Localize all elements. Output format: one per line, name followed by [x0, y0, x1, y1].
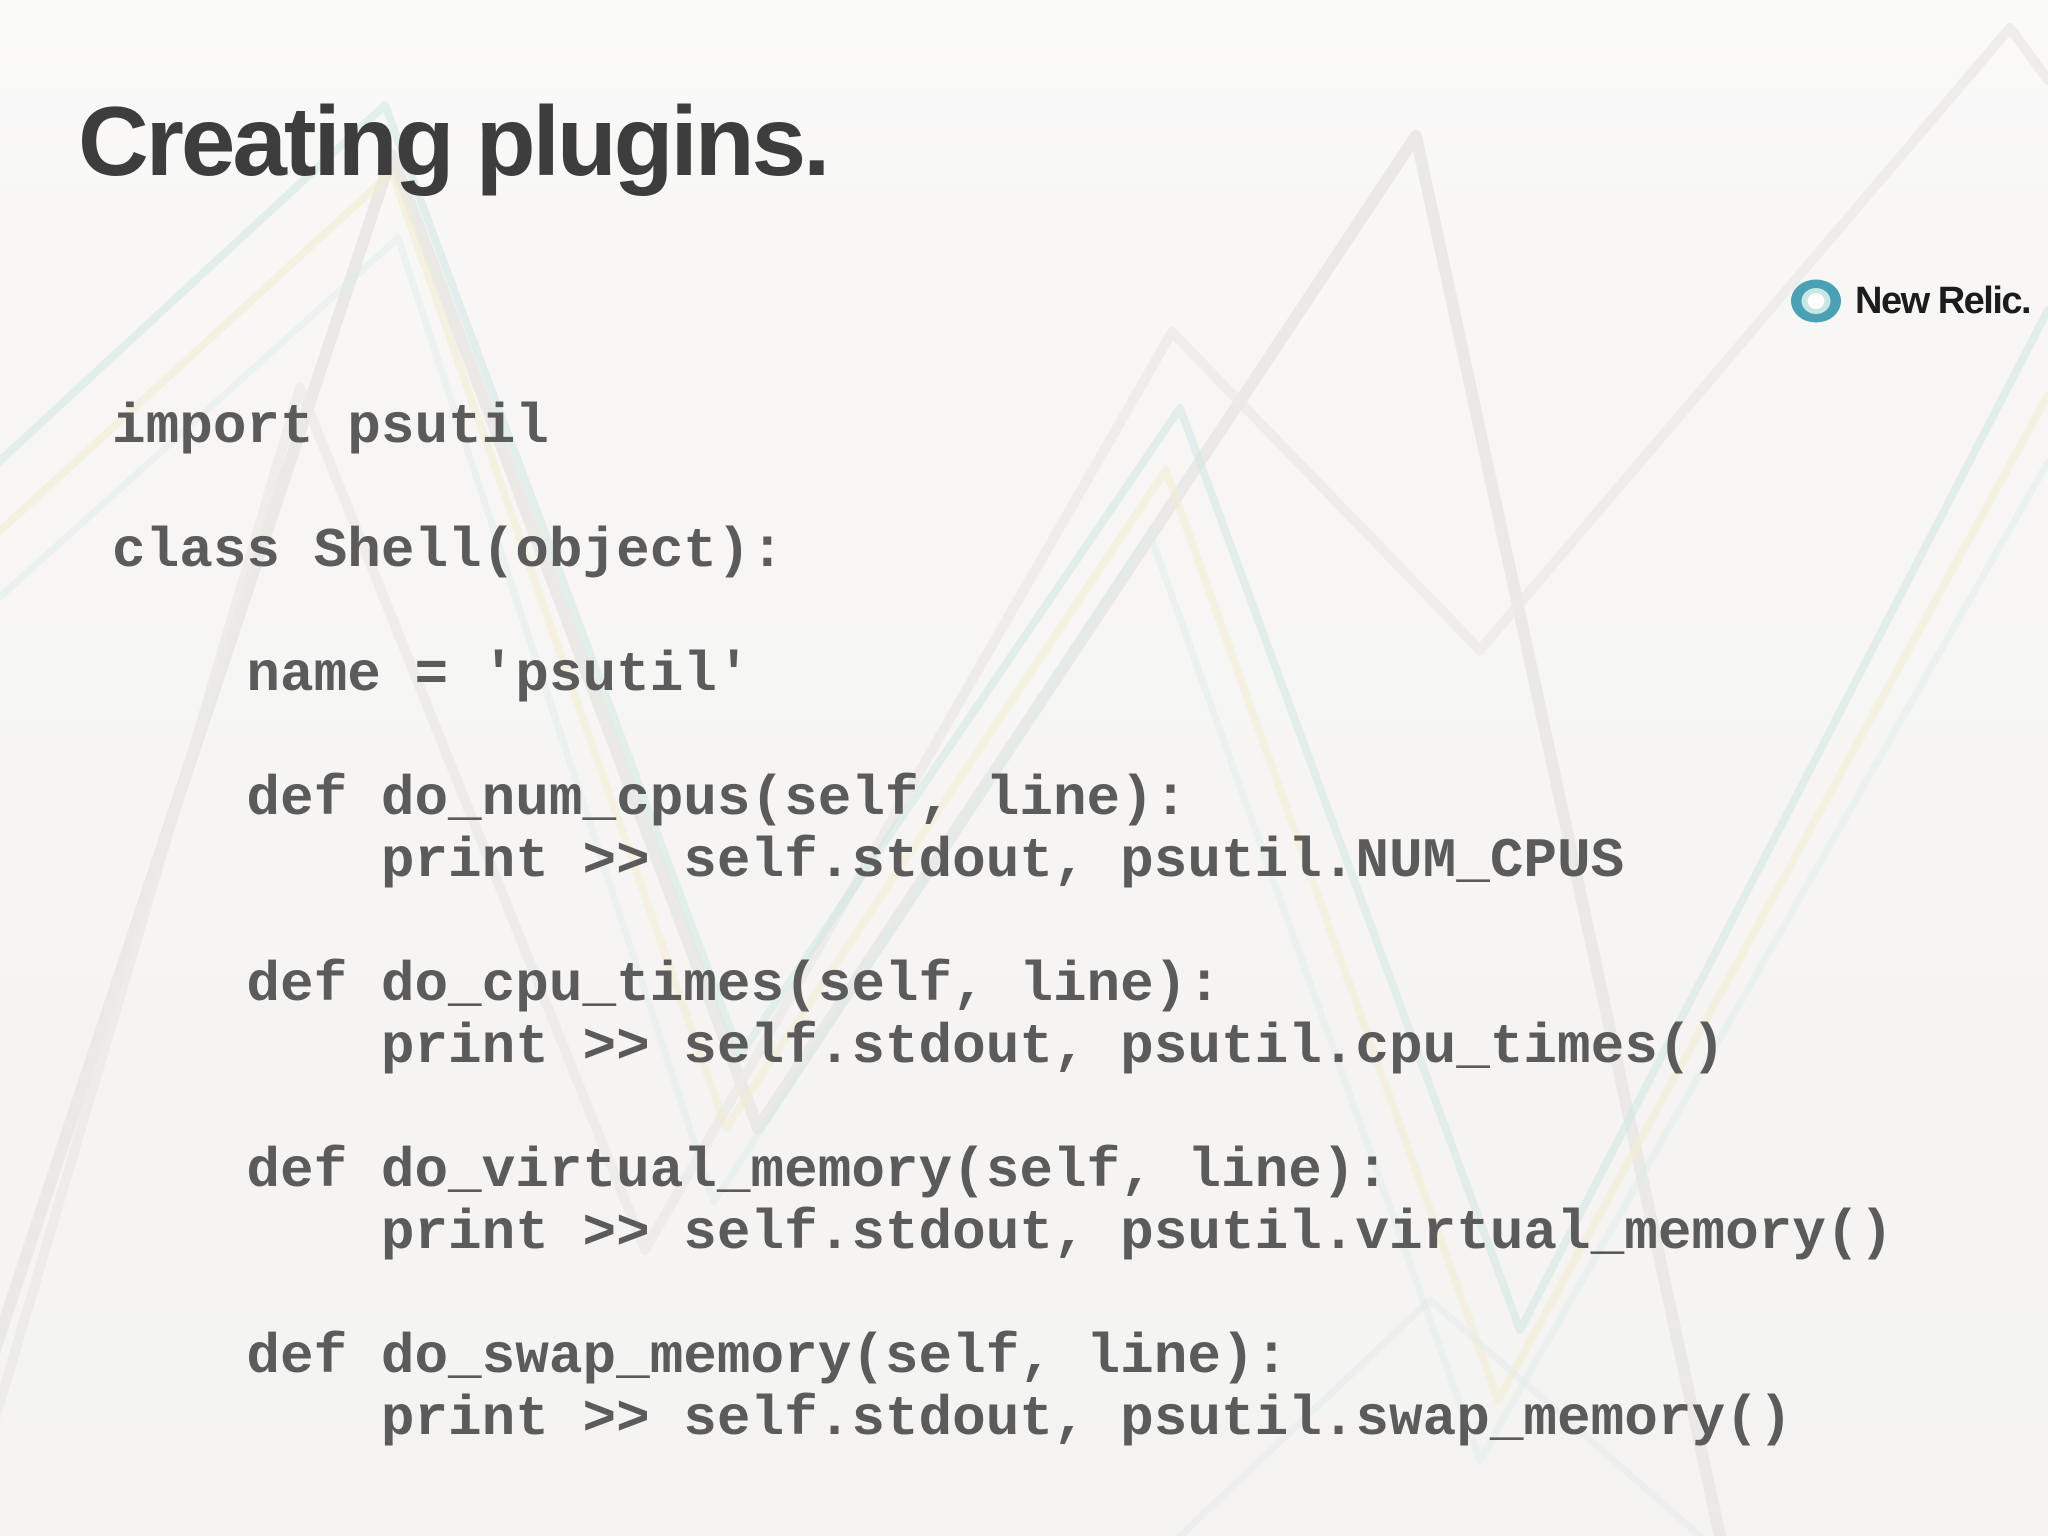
new-relic-logo: New Relic.	[1790, 276, 2032, 326]
zigzag-line-teal-bottom	[1176, 1296, 1704, 1536]
zigzag-line-yellow	[0, 168, 2048, 1404]
zigzag-line-gray-secondary	[0, 23, 2048, 1421]
new-relic-circle-icon	[1791, 279, 1841, 323]
code-block: import psutil class Shell(object): name …	[112, 395, 1894, 1451]
new-relic-wordmark: New Relic.	[1855, 279, 2032, 322]
zigzag-line-teal-lower	[0, 234, 2048, 1464]
zigzag-line-teal-upper	[0, 101, 2048, 1334]
slide-title: Creating plugins.	[78, 86, 830, 196]
